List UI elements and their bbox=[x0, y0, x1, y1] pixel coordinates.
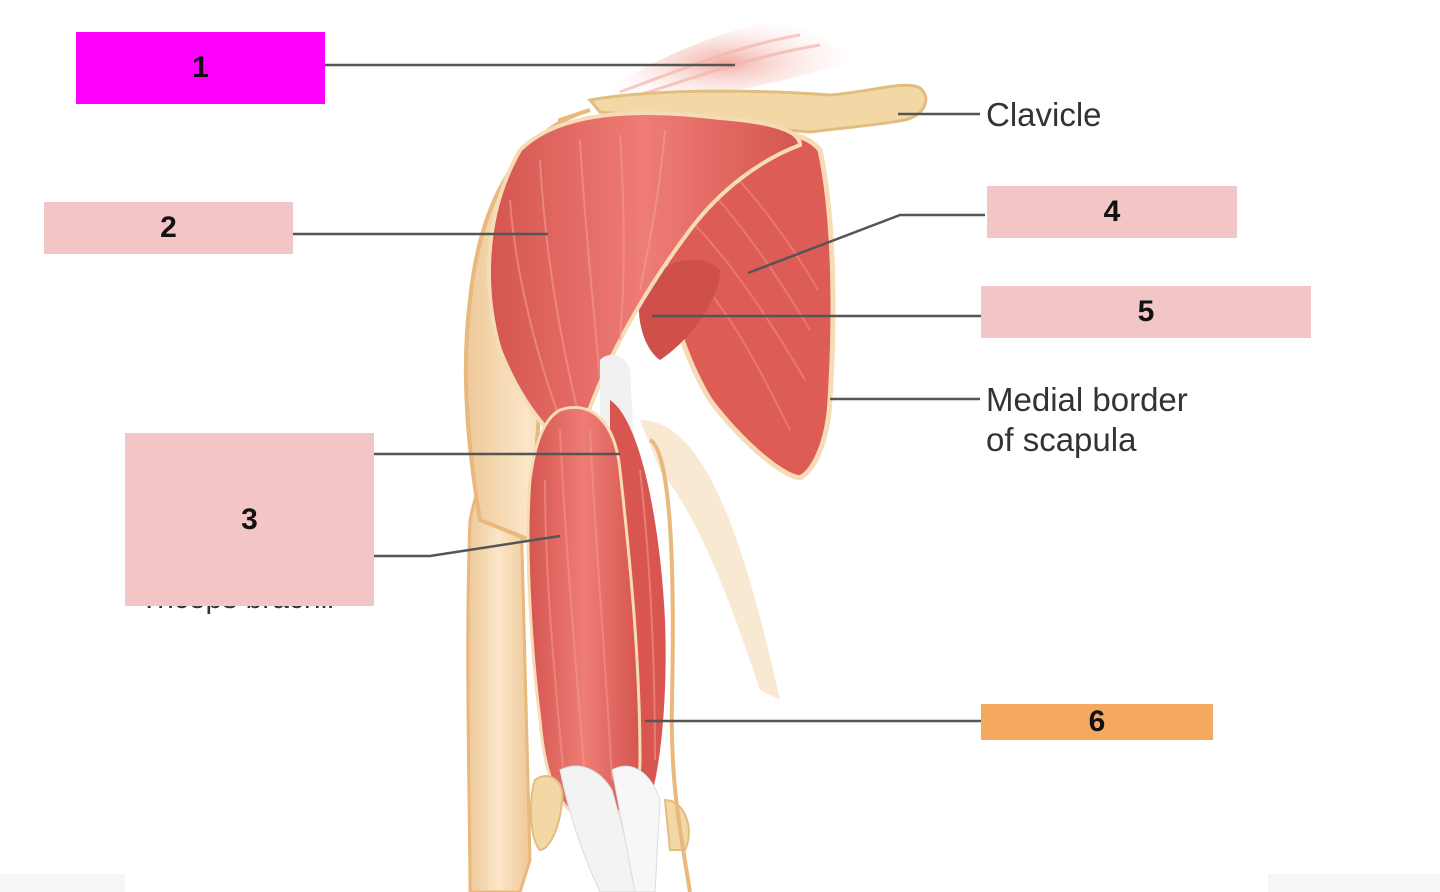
label-box-6[interactable]: 6 bbox=[981, 704, 1213, 740]
leader-lines bbox=[292, 63, 985, 723]
label-box-2[interactable]: 2 bbox=[44, 202, 293, 254]
bottom-strip-left bbox=[0, 874, 125, 892]
medial-border-label-line1: Medial border bbox=[986, 381, 1188, 418]
label-box-3[interactable]: 3 bbox=[125, 433, 374, 606]
medial-arm-skin bbox=[640, 420, 780, 700]
bottom-strip-right bbox=[1268, 874, 1440, 892]
trapezius-muscle bbox=[600, 20, 850, 105]
label-box-5[interactable]: 5 bbox=[981, 286, 1311, 338]
elbow-bone bbox=[529, 775, 564, 852]
clavicle-label: Clavicle bbox=[986, 96, 1102, 133]
label-box-4[interactable]: 4 bbox=[987, 186, 1237, 238]
medial-border-label-line2: of scapula bbox=[986, 421, 1137, 458]
label-box-1[interactable]: 1 bbox=[76, 32, 325, 104]
teres-major-muscle bbox=[638, 259, 720, 360]
